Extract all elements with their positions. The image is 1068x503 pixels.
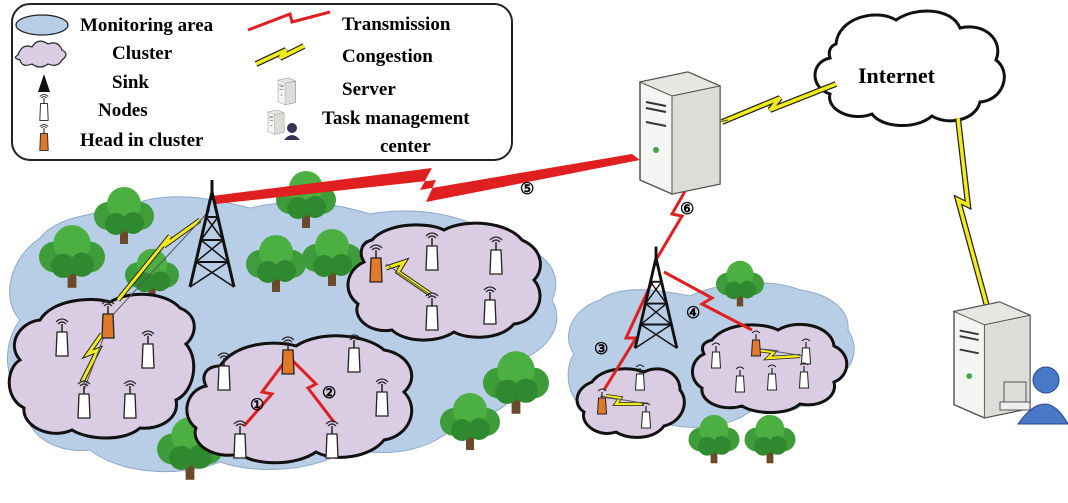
- link-label-4: ④: [686, 305, 700, 322]
- cluster-left: [7, 292, 196, 440]
- sink-icon: [38, 74, 50, 92]
- legend-server: Server: [342, 79, 396, 100]
- congestion-link-internet-user: [953, 117, 991, 311]
- legend-transmission: Transmission: [342, 14, 451, 35]
- legend-cluster: Cluster: [112, 43, 173, 64]
- link-label-3: ③: [594, 341, 608, 358]
- congestion-link-left-cluster: [79, 332, 105, 384]
- internet-label: Internet: [858, 63, 936, 88]
- congestion-link-right-large-cluster: [755, 348, 801, 361]
- link-label-1: ①: [250, 397, 264, 414]
- transmission-link-2: [290, 358, 336, 423]
- link-label-6: ⑥: [680, 201, 694, 218]
- congestion-link-right-small-cluster: [605, 394, 644, 406]
- legend-monitoring-area: Monitoring area: [80, 15, 214, 36]
- tree: [744, 414, 796, 464]
- task-center-icon: [267, 109, 300, 140]
- internet-cloud: [813, 9, 1006, 128]
- legend-sink: Sink: [112, 72, 149, 93]
- link-label-5: ⑤: [520, 181, 534, 198]
- transmission-link-5: [212, 154, 640, 204]
- sink-line: [107, 209, 211, 321]
- legend-task-management-center: center: [380, 136, 431, 157]
- transmission-link-1: [242, 359, 288, 427]
- legend-box: [11, 3, 513, 161]
- transmission-link-4: [663, 270, 753, 332]
- transmission-link-6: [654, 171, 698, 261]
- legend-congestion: Congestion: [342, 46, 433, 67]
- congestion-link-server-internet: [720, 81, 838, 125]
- link-label-2: ②: [322, 385, 336, 402]
- cluster-icon: [14, 40, 67, 68]
- congestion-icon: [255, 44, 305, 66]
- legend: Monitoring area Cluster Sink Nodes Head …: [11, 3, 513, 161]
- monitoring-area-icon: [15, 14, 69, 36]
- server-icon: [277, 77, 296, 106]
- transmission-link-3: [602, 281, 654, 391]
- legend-task-management: Task management: [322, 108, 470, 129]
- cluster-right-large: [691, 322, 849, 414]
- legend-head-in-cluster: Head in cluster: [80, 130, 204, 151]
- congestion-link-sink-head: [116, 217, 202, 302]
- server-main: [639, 71, 721, 195]
- legend-nodes: Nodes: [98, 100, 148, 121]
- transmission-icon: [247, 10, 331, 32]
